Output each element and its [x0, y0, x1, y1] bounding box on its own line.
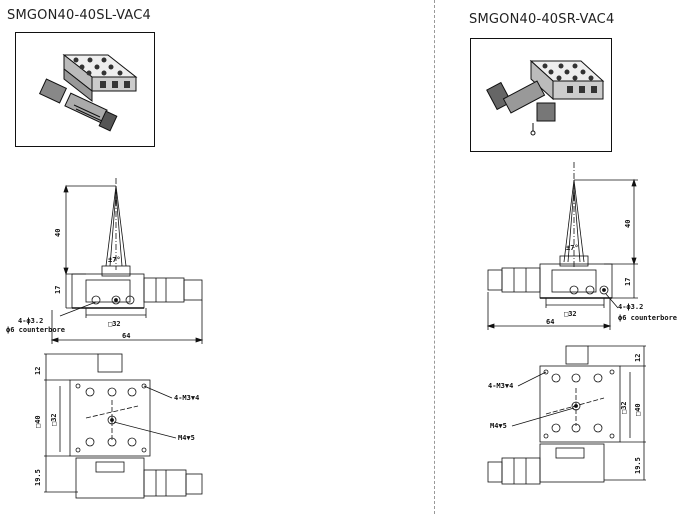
right-dim-40: 40	[624, 220, 632, 228]
right-dim-64: 64	[546, 318, 554, 326]
right-dim-square-32: □32	[564, 310, 577, 318]
panel-divider	[434, 0, 435, 514]
left-dim-square-32: □32	[108, 320, 121, 328]
right-dim-square-40: □40	[634, 403, 642, 416]
right-counterbore-label: ϕ6 counterbore	[618, 314, 677, 322]
left-dim-64: 64	[122, 332, 130, 340]
right-dim-square-32-side: □32	[620, 401, 628, 414]
left-dim-19-5: 19.5	[34, 469, 42, 486]
right-hole-label: 4-ϕ3.2	[618, 303, 643, 311]
right-dim-17: 17	[624, 278, 632, 286]
right-tap-m4-label: M4▼5	[490, 422, 507, 430]
left-dim-12: 12	[34, 367, 42, 375]
right-dim-12: 12	[634, 354, 642, 362]
left-angle-label: ±7°	[108, 256, 121, 264]
left-technical-drawing: 40 17 ±7° 4-ϕ3.2 ϕ6 counterbore □32 64 1…	[6, 178, 204, 499]
right-angle-label: ±7°	[566, 244, 579, 252]
right-product-photo	[470, 38, 612, 152]
left-product-photo	[15, 32, 155, 147]
right-tap-m3-label: 4-M3▼4	[488, 382, 513, 390]
left-hole-label: 4-ϕ3.2	[18, 317, 43, 325]
left-dim-square-32-side: □32	[50, 413, 58, 426]
right-stage-render	[486, 59, 605, 136]
left-stage-render	[38, 53, 138, 132]
left-dim-17: 17	[54, 286, 62, 294]
right-product-title: SMGON40-40SR-VAC4	[469, 12, 615, 27]
left-product-title: SMGON40-40SL-VAC4	[7, 8, 151, 23]
right-dim-19-5: 19.5	[634, 457, 642, 474]
left-tap-m3-label: 4-M3▼4	[174, 394, 199, 402]
left-dim-40: 40	[54, 229, 62, 237]
left-counterbore-label: ϕ6 counterbore	[6, 326, 65, 334]
left-tap-m4-label: M4▼5	[178, 434, 195, 442]
left-dim-square-40: □40	[34, 415, 42, 428]
